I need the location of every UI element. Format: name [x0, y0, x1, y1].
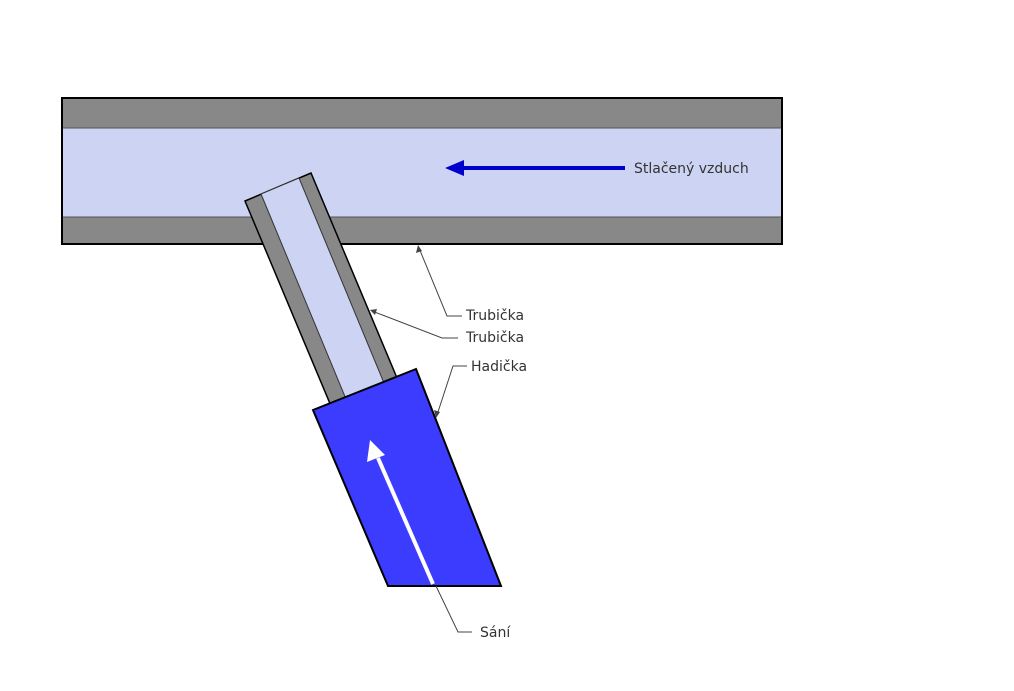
tube-inner-label: Trubička — [465, 330, 524, 346]
main-pipe-bottom-wall — [62, 217, 782, 244]
hose-label: Hadička — [471, 359, 527, 375]
hose-body — [311, 367, 503, 587]
tube-outer-label: Trubička — [465, 308, 524, 324]
compressed-air-label: Stlačený vzduch — [634, 161, 749, 177]
main-pipe-outline — [61, 97, 783, 245]
main-pipe-air-channel — [62, 128, 782, 217]
inclined-tube — [244, 172, 398, 407]
compressed-air-arrow — [445, 160, 625, 176]
suction-label: Sání — [480, 625, 511, 641]
hose — [311, 367, 503, 587]
suction-arrow — [367, 440, 435, 585]
main-pipe-top-wall — [62, 98, 782, 128]
main-pipe — [61, 97, 783, 245]
leader-lines — [370, 245, 472, 633]
